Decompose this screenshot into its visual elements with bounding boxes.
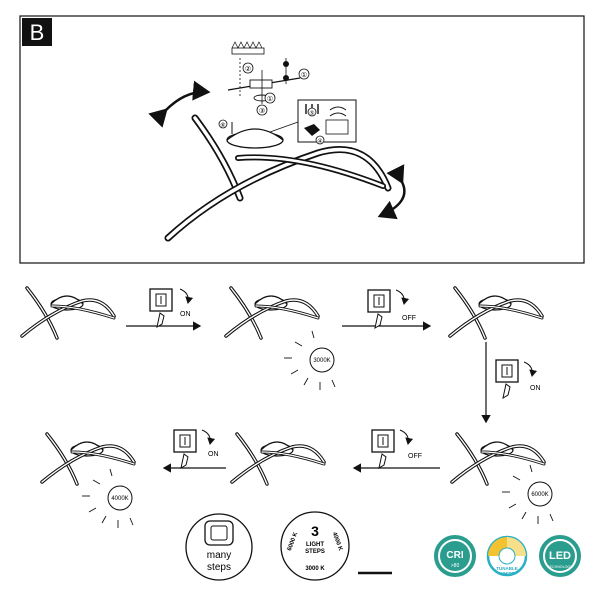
part-number-5: ⑤ <box>309 110 314 117</box>
lamp-step-1 <box>20 286 116 340</box>
part-number-4: ④ <box>317 138 322 145</box>
switch-step-2 <box>367 289 391 329</box>
switch-2-action: OFF <box>402 315 416 322</box>
badge-cri-sub: >80 <box>451 563 460 569</box>
switch-step-5 <box>173 429 197 469</box>
badges: many steps 3 LIGHT STEPS 6000 K 4000 K 3… <box>185 511 581 581</box>
switch-4-rotate-arrow <box>399 429 414 445</box>
switch-step-3 <box>495 359 519 399</box>
rotate-arrow-left <box>148 80 211 128</box>
lamp-step-2 <box>224 286 320 340</box>
badge-many-steps-line1: many <box>207 550 231 561</box>
badge-light-steps-line2: STEPS <box>305 549 325 555</box>
switch-step-4 <box>371 429 395 469</box>
part-number-2: ② <box>245 65 251 73</box>
sequence-row-1: ON 3000K OFF <box>20 286 544 391</box>
switch-5-rotate-arrow <box>201 429 216 445</box>
badge-led-sub: TECHNOLOGY <box>547 565 573 569</box>
badge-tunable-line2: WHITE <box>500 571 515 576</box>
lamp-step-3 <box>448 286 544 340</box>
badge-led-main: LED <box>549 550 571 562</box>
switch-step-1 <box>149 288 173 328</box>
part-number-6: ⑥ <box>220 122 225 129</box>
sequence-down: ON <box>481 342 541 424</box>
badge-tunable-line1: TUNABLE <box>496 566 518 571</box>
badge-led: LED TECHNOLOGY <box>539 535 581 577</box>
lamp-step-4 <box>450 432 546 486</box>
part-number-1-right: ① <box>301 71 307 79</box>
temp-label-6000: 6000K <box>531 492 548 498</box>
wiring-detail: ⑤ ④ <box>269 99 357 145</box>
temp-badge-4000 <box>107 485 133 511</box>
switch-1-rotate-arrow <box>179 288 194 304</box>
switch-2-rotate-arrow <box>395 289 410 305</box>
badge-light-steps-bottom: 3000 K <box>305 566 325 572</box>
badge-light-steps-line1: LIGHT <box>306 542 324 548</box>
panel-b-label-box <box>22 18 52 46</box>
lamp-step-6 <box>40 432 136 486</box>
part-number-1: ① <box>267 95 273 103</box>
lamp-step-5 <box>230 432 326 486</box>
badge-light-steps-number: 3 <box>311 523 319 539</box>
temp-badge-3000 <box>309 347 335 373</box>
panel-b-lamp: ⑥ <box>164 114 392 242</box>
badge-cri-main: CRI <box>446 550 463 561</box>
badge-cri: CRI >80 <box>434 535 476 577</box>
rotate-arrow-right <box>377 164 406 220</box>
panel-b-label: B <box>30 20 45 45</box>
switch-3-action: ON <box>530 385 541 392</box>
sequence-row-2: 6000K OFF ON 4000K <box>40 429 554 529</box>
panel-b: B ⑥ <box>19 15 585 264</box>
part-number-3: ③ <box>259 107 265 115</box>
temp-label-3000: 3000K <box>313 358 330 364</box>
switch-5-action: ON <box>208 451 219 458</box>
switch-4-action: OFF <box>408 453 422 460</box>
switch-3-rotate-arrow <box>523 361 538 377</box>
temp-badge-6000 <box>527 481 553 507</box>
badge-tunable-white: TUNABLE WHITE <box>486 535 528 577</box>
badge-light-steps: 3 LIGHT STEPS 6000 K 4000 K 3000 K <box>280 511 350 581</box>
mounting-hardware: ② ① ③ ① <box>227 41 310 116</box>
switch-1-action: ON <box>180 311 191 318</box>
badge-many-steps-line2: steps <box>207 562 231 573</box>
temp-label-4000: 4000K <box>111 496 128 502</box>
badge-many-steps: many steps <box>185 513 253 581</box>
